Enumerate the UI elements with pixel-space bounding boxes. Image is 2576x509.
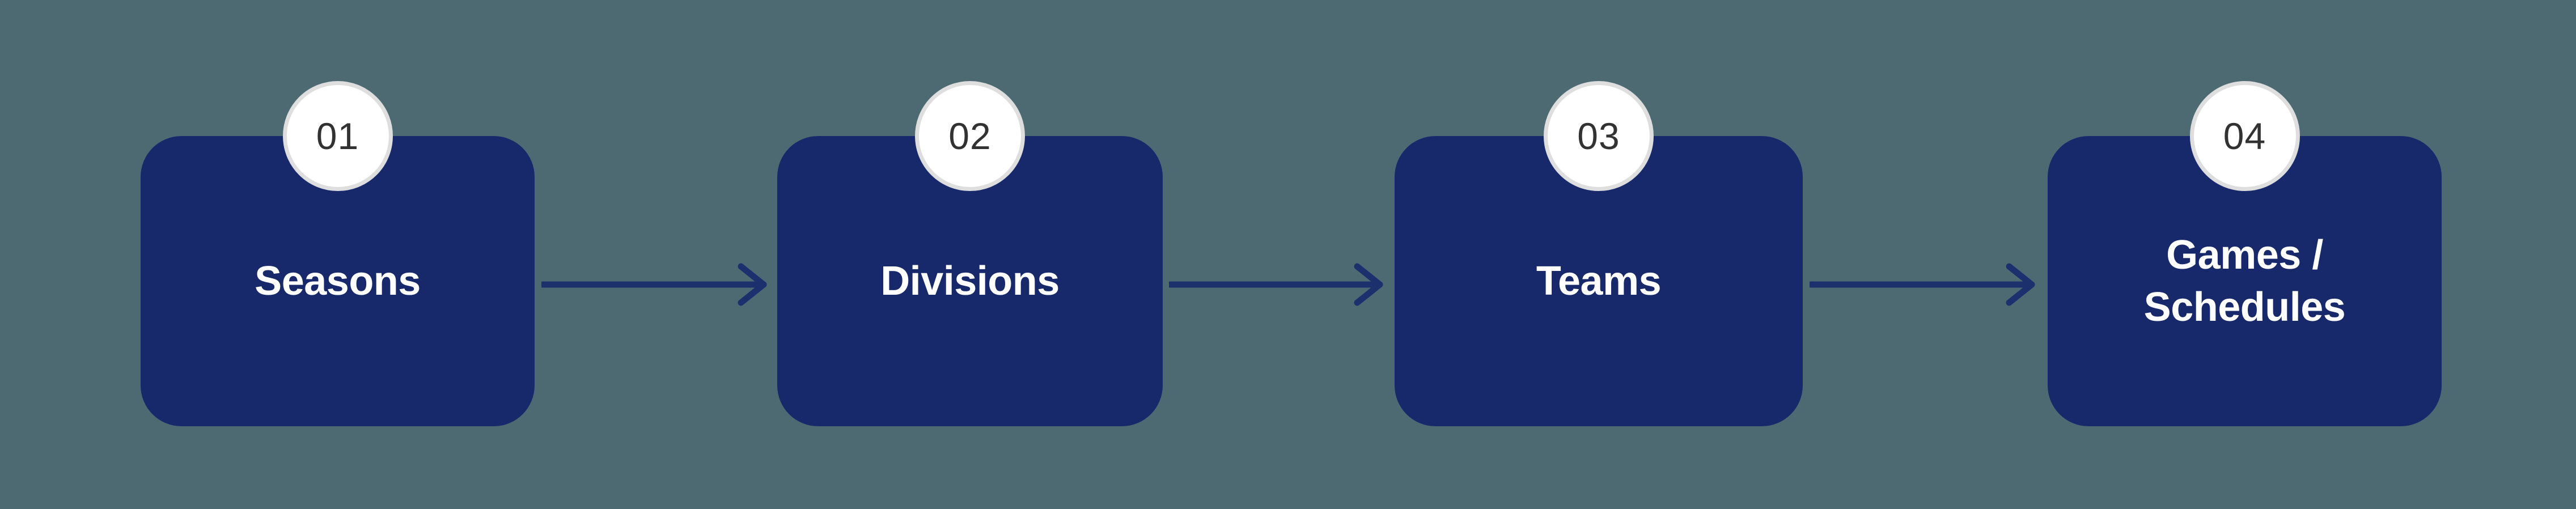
flow-step-4[interactable]: 04 Games / Schedules	[2048, 81, 2442, 426]
connector-2-to-3	[1169, 262, 1390, 307]
step-badge-number-1: 01	[316, 115, 359, 157]
flow-step-3[interactable]: 03 Teams	[1395, 81, 1803, 426]
step-label-4: Games / Schedules	[2143, 232, 2346, 330]
step-badge-1: 01	[282, 81, 393, 191]
step-badge-4: 04	[2189, 81, 2300, 191]
step-badge-2: 02	[915, 81, 1025, 191]
connector-3-to-4	[1810, 262, 2042, 307]
flow-step-2[interactable]: 02 Divisions	[777, 81, 1163, 426]
flow-step-1[interactable]: 01 Seasons	[141, 81, 535, 426]
arrow-right-icon	[541, 263, 767, 306]
step-label-3: Teams	[1536, 258, 1662, 304]
step-badge-number-3: 03	[1577, 115, 1620, 157]
step-label-2: Divisions	[880, 258, 1060, 304]
step-label-1: Seasons	[255, 258, 421, 304]
arrow-right-icon	[1810, 263, 2035, 306]
step-badge-number-4: 04	[2223, 115, 2266, 157]
step-badge-3: 03	[1544, 81, 1654, 191]
arrow-right-icon	[1169, 263, 1383, 306]
connector-1-to-2	[541, 262, 774, 307]
step-badge-number-2: 02	[948, 115, 992, 157]
